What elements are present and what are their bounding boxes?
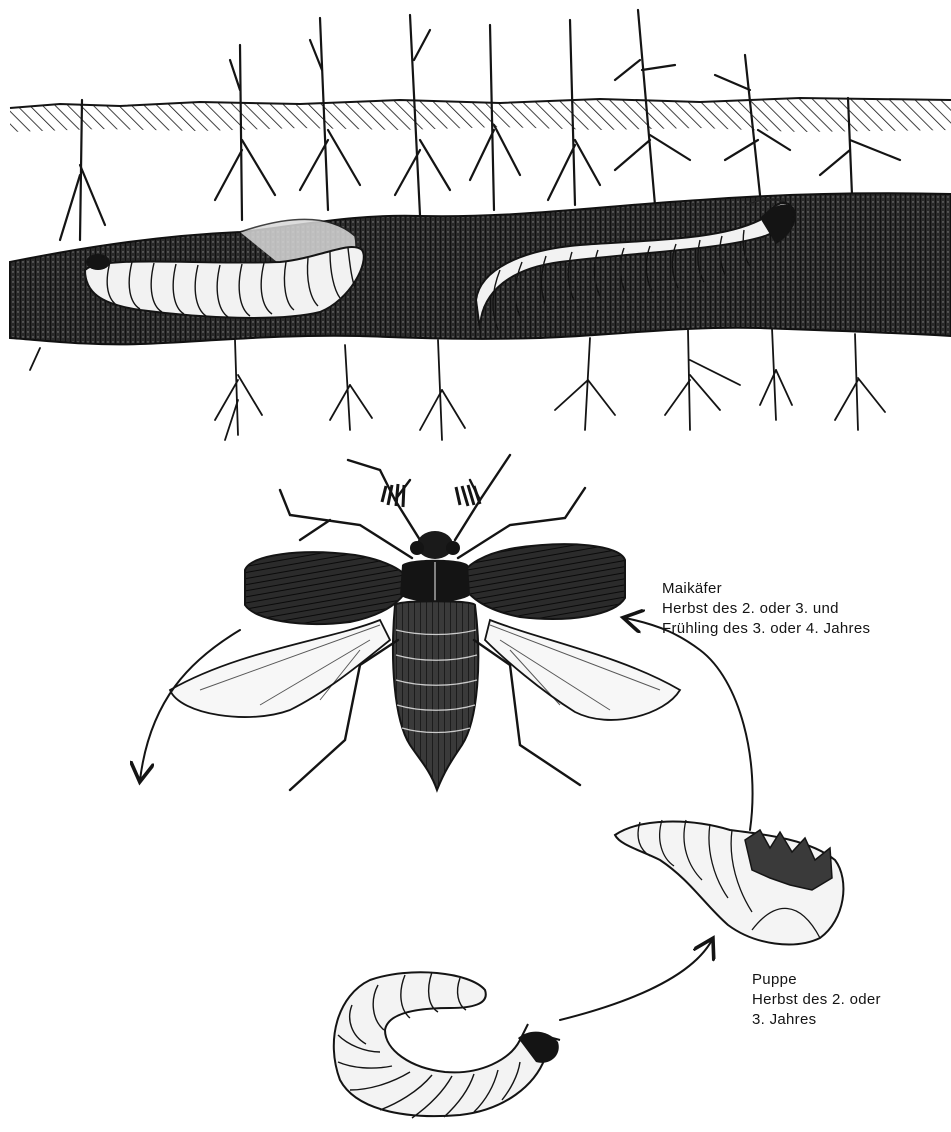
beetle-stage-time-line1: Herbst des 2. oder 3. und (662, 599, 870, 619)
pupa-stage-time-line2: 3. Jahres (752, 1010, 881, 1030)
pupa-stage-name: Puppe (752, 970, 881, 990)
pupa-stage-label: Puppe Herbst des 2. oder 3. Jahres (752, 970, 881, 1030)
soil-section (10, 10, 951, 440)
arrow-pupa-to-beetle (625, 618, 753, 830)
beetle-stage-time-line2: Frühling des 3. oder 4. Jahres (662, 619, 870, 639)
pupa-stage-time-line1: Herbst des 2. oder (752, 990, 881, 1010)
arrow-larva-to-pupa (560, 940, 712, 1020)
pupa-icon (615, 820, 843, 944)
cockchafer-beetle-icon (170, 455, 680, 790)
plant-roots (30, 328, 885, 440)
grub-larva-icon (334, 972, 560, 1118)
beetle-stage-name: Maikäfer (662, 579, 870, 599)
beetle-stage-label: Maikäfer Herbst des 2. oder 3. und Frühl… (662, 579, 870, 639)
